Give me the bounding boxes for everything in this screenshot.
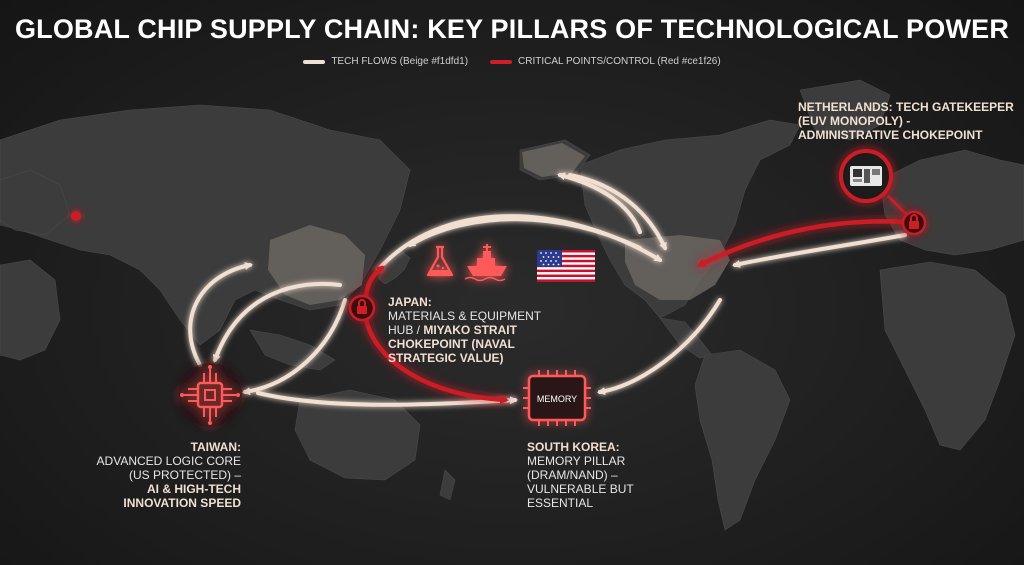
netherlands-label: NETHERLANDS: TECH GATEKEEPER (EUV MONOPO… bbox=[798, 100, 1014, 142]
usa-highlight bbox=[625, 235, 730, 300]
legend-swatch-critical bbox=[490, 59, 513, 64]
circuit-chip-icon bbox=[178, 363, 242, 427]
flow-china-korea bbox=[256, 391, 518, 407]
taiwan-line3: AI & HIGH-TECH bbox=[147, 482, 241, 496]
legend-item-critical: CRITICAL POINTS/CONTROL (Red #ce1f26) bbox=[490, 56, 721, 67]
japan-heading: JAPAN: bbox=[388, 295, 432, 309]
new-zealand-landmass bbox=[439, 469, 456, 501]
japan-line2: HUB / MIYAKO STRAIT bbox=[388, 323, 541, 337]
netherlands-heading: NETHERLANDS: TECH GATEKEEPER bbox=[798, 100, 1014, 114]
flow-usa-alaska bbox=[557, 172, 642, 234]
south-korea-line4: ESSENTIAL bbox=[527, 496, 594, 510]
legend-label-flows: TECH FLOWS (Beige #f1dfd1) bbox=[331, 56, 469, 67]
netherlands-lock-icon bbox=[901, 210, 927, 236]
south-america-landmass bbox=[694, 349, 791, 531]
south-korea-label: SOUTH KOREA: MEMORY PILLAR (DRAM/NAND) –… bbox=[527, 440, 634, 510]
greenland-landmass bbox=[799, 79, 891, 141]
japan-label: JAPAN: MATERIALS & EQUIPMENT HUB / MIYAK… bbox=[388, 295, 541, 365]
page-title: GLOBAL CHIP SUPPLY CHAIN: KEY PILLARS OF… bbox=[14, 14, 1010, 44]
memory-chip-icon bbox=[523, 370, 591, 426]
japan-landmass bbox=[377, 249, 411, 285]
japan-line2-bold: MIYAKO STRAIT bbox=[423, 323, 517, 337]
taiwan-heading: TAIWAN: bbox=[190, 440, 241, 454]
africa-landmass bbox=[879, 261, 1016, 451]
tech-flow-arrows bbox=[188, 172, 907, 407]
taiwan-line2: (US PROTECTED) – bbox=[128, 468, 241, 482]
ship-icon bbox=[464, 244, 507, 282]
japan-line1: MATERIALS & EQUIPMENT bbox=[388, 309, 542, 323]
legend-item-flows: TECH FLOWS (Beige #f1dfd1) bbox=[303, 56, 468, 67]
memory-chip-label: MEMORY bbox=[537, 394, 577, 404]
south-korea-heading: SOUTH KOREA: bbox=[527, 440, 620, 454]
japan-line4: STRATEGIC VALUE) bbox=[388, 351, 504, 365]
miyako-lock-icon bbox=[348, 294, 376, 322]
netherlands-line2: (EUV MONOPOLY) - bbox=[798, 114, 911, 128]
taiwan-line4: INNOVATION SPEED bbox=[123, 496, 241, 510]
west-africa-landmass bbox=[0, 259, 61, 361]
south-korea-line2: (DRAM/NAND) – bbox=[527, 468, 618, 482]
flask-icon bbox=[426, 245, 454, 277]
flow-usa-korea bbox=[597, 298, 722, 396]
flow-netherlands-usa bbox=[732, 233, 907, 268]
control-japan-korea bbox=[363, 315, 509, 405]
taiwan-line1: ADVANCED LOGIC CORE bbox=[96, 454, 241, 468]
flow-korea-taiwan bbox=[242, 298, 347, 396]
uk-marker bbox=[71, 211, 81, 221]
europe-landmass bbox=[879, 149, 1024, 256]
netherlands-line3: ADMINISTRATIVE CHOKEPOINT bbox=[798, 128, 983, 142]
legend-label-critical: CRITICAL POINTS/CONTROL (Red #ce1f26) bbox=[518, 56, 721, 67]
asia-landmass bbox=[0, 104, 411, 346]
flow-usa-japan bbox=[407, 217, 642, 250]
flow-alaska-usa bbox=[568, 173, 667, 251]
control-miyako-japan bbox=[363, 265, 386, 303]
south-korea-line3: VULNERABLE BUT bbox=[527, 482, 634, 496]
legend: TECH FLOWS (Beige #f1dfd1) CRITICAL POIN… bbox=[0, 56, 1024, 67]
taiwan-label: TAIWAN: ADVANCED LOGIC CORE (US PROTECTE… bbox=[60, 440, 241, 510]
euv-machine-icon bbox=[839, 149, 893, 203]
flow-taiwan-china bbox=[188, 262, 253, 367]
west-europe-landmass bbox=[0, 169, 71, 236]
flow-china-taiwan bbox=[212, 281, 342, 363]
southeast-asia-landmass bbox=[249, 329, 336, 371]
japan-line2-plain: HUB / bbox=[388, 323, 424, 337]
australia-landmass bbox=[294, 389, 421, 481]
south-korea-line1: MEMORY PILLAR bbox=[527, 454, 626, 468]
japan-line3: CHOKEPOINT (NAVAL bbox=[388, 337, 515, 351]
legend-swatch-flows bbox=[303, 59, 326, 64]
us-flag-icon bbox=[537, 250, 595, 282]
alaska-highlight bbox=[522, 143, 585, 177]
control-netherlands-usa bbox=[696, 219, 908, 268]
